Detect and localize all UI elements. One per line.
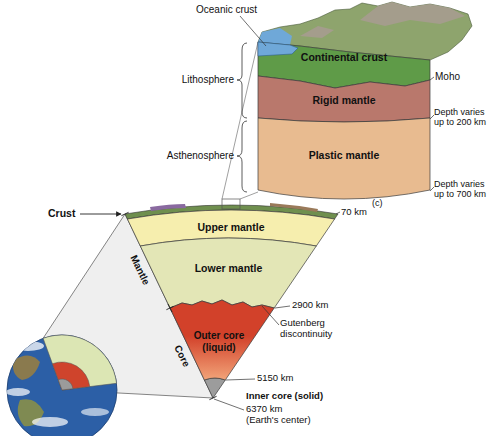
layer-name: Continental crust — [258, 51, 430, 63]
mountain-range — [300, 26, 334, 38]
layer-name: Outer core (liquid) — [187, 330, 251, 353]
panel-letter: (c) — [372, 198, 383, 208]
globe — [7, 335, 117, 436]
crust-strip — [150, 204, 186, 211]
dimension-tick — [121, 212, 128, 215]
zone-label: Asthenosphere — [150, 150, 234, 162]
bracket — [237, 121, 247, 192]
depth-note: Depth varies up to 700 km — [434, 179, 490, 200]
pointer-arrow — [80, 214, 121, 215]
globe-cutaway-core — [52, 362, 89, 390]
layer-name: Lower mantle — [140, 262, 317, 274]
layer-shape — [140, 238, 316, 308]
dimension-tick — [166, 306, 173, 309]
leader-line — [240, 16, 266, 46]
layer-shape — [258, 118, 430, 199]
zoom-line — [222, 42, 258, 199]
continent-patch — [13, 355, 40, 380]
depth-label: 2900 km — [292, 300, 328, 311]
depth-label: 5150 km — [257, 373, 293, 384]
leader-line — [336, 212, 340, 214]
leader-line — [214, 399, 244, 410]
cloud — [12, 341, 44, 351]
depth-note: Depth varies up to 200 km — [434, 107, 490, 128]
mantle-layer: Rigid mantle — [258, 76, 430, 126]
leader-line — [430, 77, 434, 80]
mantle-layer: Plastic mantle — [258, 118, 430, 200]
cloud — [32, 417, 68, 427]
bracket — [237, 43, 247, 118]
depth-label: 6370 km (Earth's center) — [246, 404, 316, 426]
globe-cutaway-inner-core — [58, 379, 73, 390]
boundary-label: Moho — [435, 71, 460, 83]
crust-strip — [270, 203, 318, 212]
layer-name: Plastic mantle — [258, 149, 430, 161]
zone-label: Lithosphere — [166, 74, 234, 86]
earth-layer: Lower mantle — [140, 236, 317, 308]
leader-line — [430, 115, 434, 119]
layer-name: Rigid mantle — [258, 94, 430, 106]
globe-cutaway-mantle — [43, 335, 117, 390]
part-label: Inner core (solid) — [246, 391, 323, 402]
cloud — [6, 388, 30, 396]
boundary-label: Gutenberg discontinuity — [280, 318, 350, 340]
zoom-line — [240, 192, 258, 199]
cloud — [81, 408, 109, 416]
inner-core — [204, 378, 225, 398]
dimension-tick — [209, 396, 216, 399]
zoom-box — [222, 199, 240, 209]
earth-layer: Outer core (liquid) — [168, 298, 276, 380]
mountain-range — [360, 2, 465, 26]
layer-shape — [258, 76, 430, 122]
leader-line — [262, 306, 279, 325]
depth-label: 70 km — [341, 207, 367, 218]
leader-line — [275, 306, 290, 308]
leader-line — [430, 187, 434, 191]
zone-label: Mantle — [128, 253, 152, 287]
dimension-tick — [168, 304, 172, 312]
part-label: Crust — [48, 207, 75, 219]
zone-label: Core — [172, 343, 192, 369]
oceanic-crust-shape — [258, 42, 298, 56]
part-label: Oceanic crust — [196, 4, 257, 16]
layer-shape — [170, 300, 274, 380]
leader-line — [226, 379, 255, 380]
layer-name: Upper mantle — [125, 221, 337, 233]
